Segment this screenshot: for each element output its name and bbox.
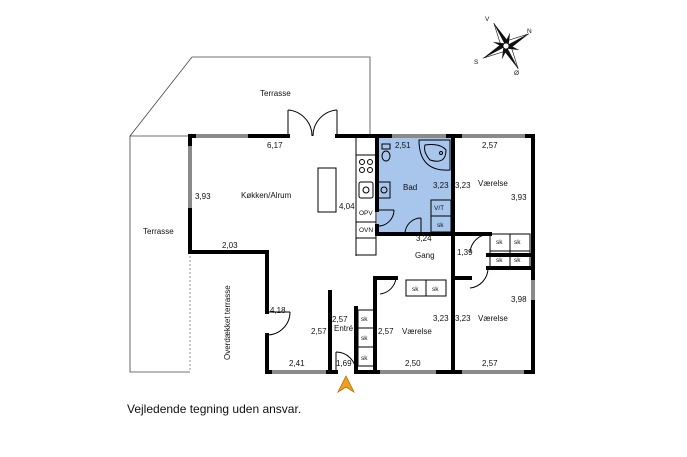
dim-3-23-vaerelse-top: 3,23 [455,181,471,190]
dim-6-17: 6,17 [267,141,283,150]
fixture-sk-9: sk [361,355,368,362]
fixture-sk-bath: sk [437,222,444,229]
dim-2-57-entre-side: 2,57 [311,327,327,336]
fixture-opv: OPV [359,210,373,217]
compass-rose-icon [482,22,530,70]
room-label-vaerelse-right: Værelse [478,314,508,323]
fixture-sk-5: sk [412,286,419,293]
disclaimer-caption: Vejledende tegning uden ansvar. [127,402,302,416]
fixture-vt: V/T [434,205,444,212]
fixture-sk-8: sk [361,335,368,342]
dim-3-24: 3,24 [416,234,432,243]
compass-n-label: N [527,28,532,35]
room-label-entre: Entré [334,324,354,333]
kitchen-counter [355,154,377,256]
bathroom-fixtures [377,139,452,233]
dim-3-23-bad: 3,23 [433,181,449,190]
dim-1-69: 1,69 [336,359,352,368]
dim-2-57-bottom: 2,57 [482,359,498,368]
dim-2-03: 2,03 [222,241,238,250]
dim-2-51: 2,51 [395,141,411,150]
dim-3-23-mid: 3,23 [433,314,449,323]
room-label-vaerelse-mid: Værelse [402,327,432,336]
fixture-ovn: OVN [359,227,373,234]
windows [188,134,535,374]
dim-2-41: 2,41 [289,359,305,368]
interior-walls [328,134,535,374]
kitchen-island [317,167,337,213]
fixture-sk-6: sk [432,286,439,293]
room-label-bad: Bad [403,183,417,192]
dim-3-93-kitchen: 3,93 [195,192,211,201]
dim-2-57-entre-top: 2,57 [332,315,348,324]
dim-2-50: 2,50 [405,359,421,368]
compass-s-label: S [474,59,479,66]
room-label-kokken: Køkken/Alrum [241,191,292,200]
dim-3-93-vaerelse: 3,93 [511,193,527,202]
dim-4-18: 4,18 [270,306,286,315]
dim-3-23-right: 3,23 [455,314,471,323]
terrace-outline [129,56,371,137]
dim-4-04: 4,04 [339,202,355,211]
terrace-outline-left [129,136,190,373]
compass-v-label: V [485,16,490,23]
dim-1-39: 1,39 [457,248,473,257]
dim-2-57-vaerelse-mid: 2,57 [378,327,394,336]
entrance-arrow-icon [337,375,355,394]
fixture-sk-3: sk [496,257,503,264]
dim-2-57-top: 2,57 [482,141,498,150]
room-label-terrasse-top: Terrasse [260,89,291,98]
room-label-vaerelse-top: Værelse [478,179,508,188]
room-label-gang: Gang [415,251,435,260]
fixture-sk-4: sk [514,257,521,264]
fixture-sk-1: sk [496,239,503,246]
fixture-sk-2: sk [514,239,521,246]
fixture-sk-7: sk [361,316,368,323]
room-label-terrasse-left: Terrasse [143,227,174,236]
wardrobes [357,233,531,367]
doors [266,109,491,373]
dim-3-98: 3,98 [511,295,527,304]
room-label-overdaekket: Overdækket terrasse [223,285,232,360]
compass-o-label: Ø [514,70,519,77]
